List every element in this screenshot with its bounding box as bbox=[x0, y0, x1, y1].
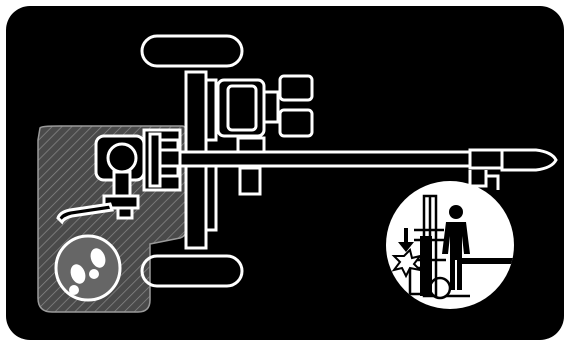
pictogram-canvas bbox=[37, 34, 558, 313]
safety-pictogram-panel bbox=[6, 6, 564, 340]
top-wheel bbox=[140, 34, 244, 68]
machine-column bbox=[408, 194, 470, 300]
footprints-icon bbox=[54, 234, 122, 302]
bottom-wheel bbox=[140, 254, 244, 288]
down-arrow-icon bbox=[398, 228, 414, 252]
drawbar-boom bbox=[178, 148, 558, 190]
person-icon bbox=[442, 205, 470, 290]
crush-hazard-badge bbox=[386, 181, 514, 309]
engine-block bbox=[216, 74, 314, 196]
crush-hazard-icon bbox=[391, 248, 424, 279]
handle-control-unit bbox=[56, 128, 182, 225]
